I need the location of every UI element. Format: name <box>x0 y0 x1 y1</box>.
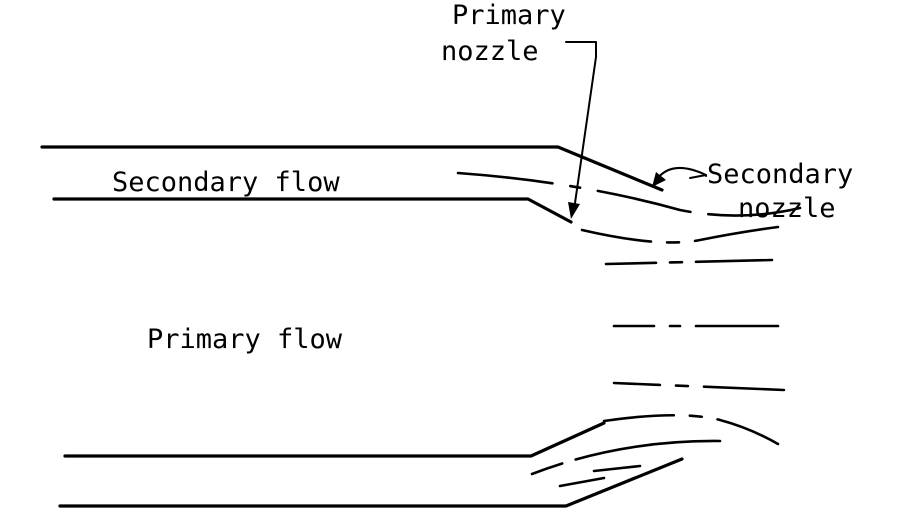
secondary-flow-label: Secondary flow <box>112 167 340 198</box>
lower-streamlines <box>530 413 780 488</box>
secondary-nozzle-label-line1: Secondary <box>707 159 853 190</box>
streamline-upper-3 <box>604 258 774 266</box>
secondary-nozzle-arrowhead <box>652 172 666 187</box>
lower-outer-wall <box>58 457 684 508</box>
primary-nozzle-label-line2: nozzle <box>441 36 539 67</box>
primary-nozzle-leader-line <box>565 41 597 211</box>
primary-nozzle-label-line1: Primary <box>452 0 566 31</box>
streamline-lower-inner <box>612 381 786 392</box>
streamline-lower-1 <box>602 413 780 446</box>
streamline-upper-2 <box>580 225 780 244</box>
middle-streamlines <box>612 324 786 392</box>
streamline-lower-3 <box>592 464 642 473</box>
upper-outer-wall <box>40 145 664 192</box>
primary-nozzle-leader <box>565 41 597 219</box>
secondary-nozzle-leader <box>652 167 707 187</box>
streamline-upper-1 <box>456 171 802 217</box>
streamline-lower-2 <box>530 439 722 476</box>
secondary-nozzle-label-line2: nozzle <box>738 193 836 224</box>
upper-primary-nozzle-wall <box>52 197 573 224</box>
primary-flow-label: Primary flow <box>147 324 343 355</box>
primary-nozzle-arrowhead <box>568 202 580 219</box>
streamline-lower-4 <box>558 476 606 488</box>
secondary-nozzle-leader-stem <box>689 174 707 179</box>
upper-streamlines <box>456 171 802 266</box>
lower-primary-nozzle-wall <box>63 421 606 458</box>
